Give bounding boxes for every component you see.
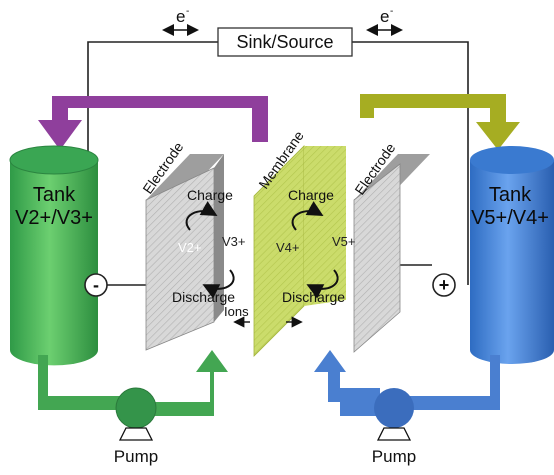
left-tank-species: V2+/V3+ [15,207,93,229]
left-discharge-label: Discharge [172,289,235,305]
electron-label-right: e [380,7,389,26]
sink-source-box: Sink/Source [217,27,353,57]
svg-text:-: - [93,275,99,295]
right-discharge-label: Discharge [282,289,345,305]
right-pump-loop: Pump [314,350,500,466]
svg-text:-: - [390,6,393,17]
left-pump-label: Pump [114,447,158,466]
left-ion-b: V3+ [222,234,246,249]
left-tank-title: Tank [33,184,76,206]
right-pump-label: Pump [372,447,416,466]
left-cell-reaction: Charge V2+ V3+ Discharge [172,187,246,305]
right-ion-a: V4+ [276,240,300,255]
ions-label: Ions [224,304,249,319]
sink-source-label: Sink/Source [236,32,333,52]
right-charge-label: Charge [288,187,334,203]
right-tank: Tank V5+/V4+ [470,146,554,364]
positive-terminal: + [432,273,456,297]
right-ion-b: V5+ [332,234,356,249]
left-pump-loop: Pump [38,350,228,466]
electron-arrow-right: e - [366,6,403,36]
electron-label-left: e [176,7,185,26]
left-electrode: Electrode [139,139,224,351]
left-ion-a: V2+ [178,240,202,255]
svg-text:-: - [186,6,189,17]
right-cell-reaction: Charge V4+ V5+ Discharge [276,187,356,305]
svg-text:+: + [439,275,450,295]
left-charge-label: Charge [187,187,233,203]
left-tank: Tank V2+/V3+ [9,145,99,366]
right-electrode: Electrode [351,140,430,353]
negative-terminal: - [84,273,108,297]
ions-indicator: Ions [224,304,303,328]
right-tank-species: V5+/V4+ [471,207,549,229]
right-tank-title: Tank [489,184,532,206]
electron-arrow-left: e - [162,6,199,36]
olive-flow-arrow [360,94,520,150]
purple-flow-arrow [38,96,268,150]
